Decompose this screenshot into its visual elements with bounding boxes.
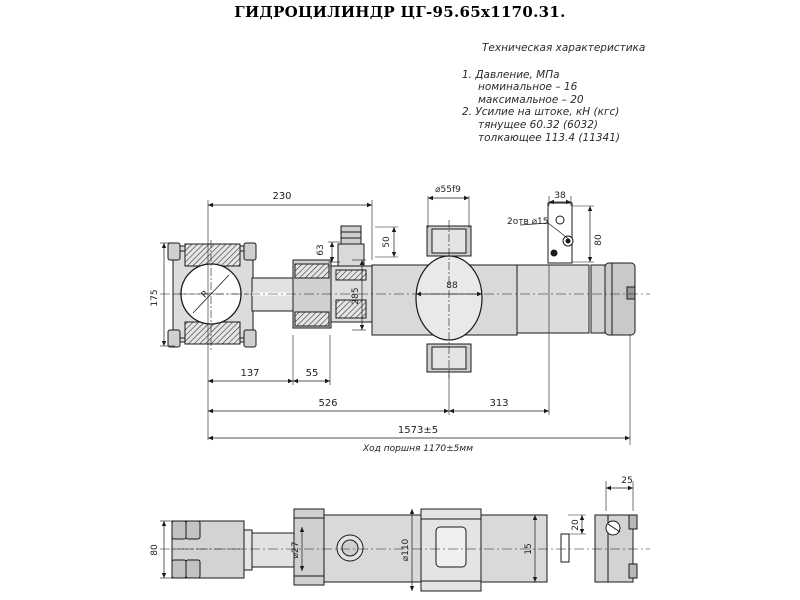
- dim-38: 38: [554, 191, 566, 201]
- spec-line-max: максимальное – 20: [478, 93, 584, 106]
- dim-dia-110: ⌀110: [401, 538, 411, 561]
- drawing-title: ГИДРОЦИЛИНДР ЦГ-95.65х1170.31.: [234, 3, 566, 21]
- dim-55: 55: [306, 368, 319, 379]
- dim-1573: 1573±5: [398, 425, 438, 436]
- rear-head-plan: [171, 520, 253, 579]
- dim-dia-27: ⌀27: [291, 542, 301, 559]
- rod-plan: [251, 532, 295, 568]
- barrel-plan: [323, 508, 570, 592]
- clamp-plan: [594, 514, 638, 583]
- dim-25: 25: [621, 476, 632, 486]
- spec-line-push: толкающее 113.4 (11341): [478, 131, 621, 144]
- plan-view: [160, 481, 650, 592]
- dim-137: 137: [240, 368, 259, 379]
- dim-eye-radius: R: [200, 289, 212, 301]
- technical-specification: Техническая характеристика 1. Давление, …: [462, 42, 692, 144]
- spec-line-force: 2. Усилие на штоке, кН (кгс): [462, 106, 620, 119]
- dim-63: 63: [316, 244, 326, 255]
- dim-526: 526: [318, 398, 337, 409]
- dim-80-plan: 80: [150, 544, 160, 556]
- trunnion: [415, 220, 483, 378]
- spec-line-pull: тянущее 60.32 (6032): [478, 118, 598, 131]
- dim-dia-55f9: ⌀55f9: [435, 185, 461, 195]
- dimension-lines: [161, 195, 630, 441]
- rear-head: [604, 262, 636, 336]
- dim-175: 175: [150, 289, 160, 306]
- spec-line-nominal: номинальное – 16: [478, 81, 578, 94]
- dim-230: 230: [272, 191, 291, 202]
- spec-line-pressure: 1. Давление, МПа: [462, 68, 560, 81]
- dim-20: 20: [571, 519, 581, 531]
- dim-50: 50: [382, 236, 392, 248]
- port-fitting-front: [337, 225, 365, 267]
- cylinder-barrel: [371, 264, 606, 336]
- front-view: [160, 195, 650, 445]
- stroke-label: Ход поршня 1170±5мм: [362, 444, 473, 454]
- spec-heading: Техническая характеристика: [482, 42, 646, 54]
- rear-port-block: [547, 202, 574, 264]
- dim-15: 15: [524, 543, 534, 554]
- dim-88: 88: [446, 281, 458, 291]
- extension-lines: [160, 196, 631, 445]
- dim-2-holes-15: 2отв ⌀15: [507, 217, 549, 227]
- dim-285: 285: [351, 287, 361, 304]
- dim-80-port: 80: [594, 234, 604, 246]
- dim-313: 313: [489, 398, 508, 409]
- rod-eye-clamp: [167, 240, 257, 350]
